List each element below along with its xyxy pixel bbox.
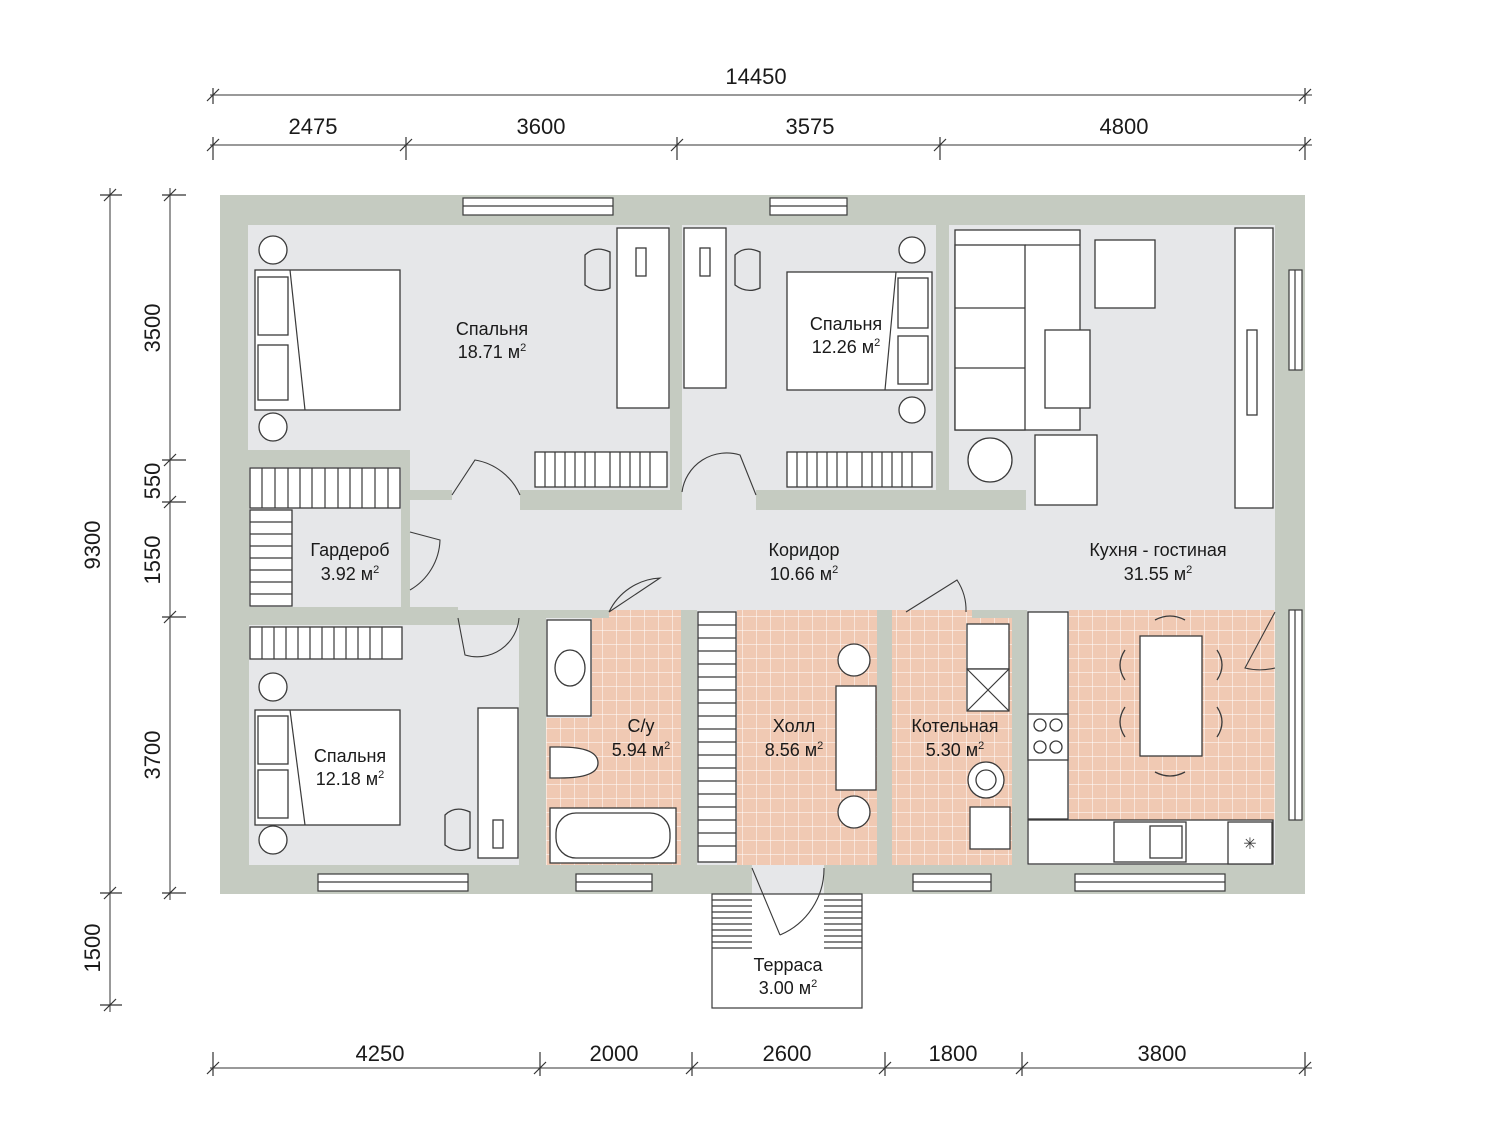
tv [1246,329,1258,416]
dim-top-1: 2475 [289,114,338,139]
dim-top-2: 3600 [517,114,566,139]
round-table [967,437,1013,483]
dim-bottom-2: 2000 [590,1041,639,1066]
coffee-table [1044,329,1091,409]
doors [409,452,1276,671]
nightstand-lamp [898,236,926,264]
room-name: Спальня [314,746,386,766]
monitor [492,819,504,849]
room-labels: Спальня 18.71 м2 Спальня 12.26 м2 Гардер… [310,314,1226,998]
dining-table [1139,635,1203,757]
nightstand-lamp [898,396,926,424]
monitor [699,247,711,277]
nightstand-lamp [258,672,288,702]
chair [734,248,761,292]
room-area: 12.26 м2 [812,337,881,357]
dim-top-3: 3575 [786,114,835,139]
dim-bottom-1: 4250 [356,1041,405,1066]
room-name: Терраса [753,955,823,975]
nightstand-lamp [258,235,288,265]
windows [317,197,1303,892]
wardrobe [786,451,933,488]
pouf [837,795,871,829]
bed-double-1 [254,269,401,411]
room-area: 5.30 м2 [926,740,985,760]
dim-left-4: 3700 [140,731,165,780]
armchair [1034,434,1098,506]
shelf [697,611,737,863]
room-area: 18.71 м2 [458,342,527,362]
nightstand-lamp [258,412,288,442]
room-name: Спальня [456,319,528,339]
room-name: Холл [773,716,815,736]
dim-total-width: 14450 [725,64,786,89]
room-name: Гардероб [310,540,389,560]
dim-left-2: 550 [140,463,165,500]
dimension-lines [100,88,1312,1076]
snowflake-icon: ✳ [1243,834,1256,853]
nightstand-lamp [258,825,288,855]
room-area: 3.00 м2 [759,978,818,998]
armchair [1094,239,1156,309]
bed-double-2 [786,271,933,391]
room-name: Котельная [911,716,998,736]
room-name: Спальня [810,314,882,334]
utility-sink [969,806,1011,850]
dim-bottom-5: 3800 [1138,1041,1187,1066]
chair [444,808,471,852]
monitor [635,247,647,277]
dim-bottom-3: 2600 [763,1041,812,1066]
dining-chairs [1119,615,1223,777]
toilet [549,746,599,779]
room-area: 10.66 м2 [770,564,839,584]
room-name: Кухня - гостиная [1089,540,1226,560]
pouf [837,643,871,677]
shelf [249,626,403,660]
terrace [711,865,863,1009]
dim-top-4: 4800 [1100,114,1149,139]
room-area: 12.18 м2 [316,769,385,789]
boiler [966,623,1010,670]
dim-bottom-4: 1800 [929,1041,978,1066]
dim-left-total: 9300 [80,521,105,570]
bed-double-3 [254,709,401,826]
room-name: С/у [628,716,655,736]
dim-left-1: 3500 [140,304,165,353]
room-area: 5.94 м2 [612,740,671,760]
sink [554,649,586,687]
chair [584,248,611,292]
fridge [1227,821,1273,865]
wardrobe [534,451,668,488]
dim-terrace-depth: 1500 [80,924,105,973]
room-area: 31.55 м2 [1124,564,1193,584]
bench [835,685,877,791]
interior-walls [248,225,1027,865]
stove [1027,713,1069,761]
room-area: 3.92 м2 [321,564,380,584]
room-name: Коридор [768,540,839,560]
room-area: 8.56 м2 [765,740,824,760]
dim-left-3: 1550 [140,536,165,585]
